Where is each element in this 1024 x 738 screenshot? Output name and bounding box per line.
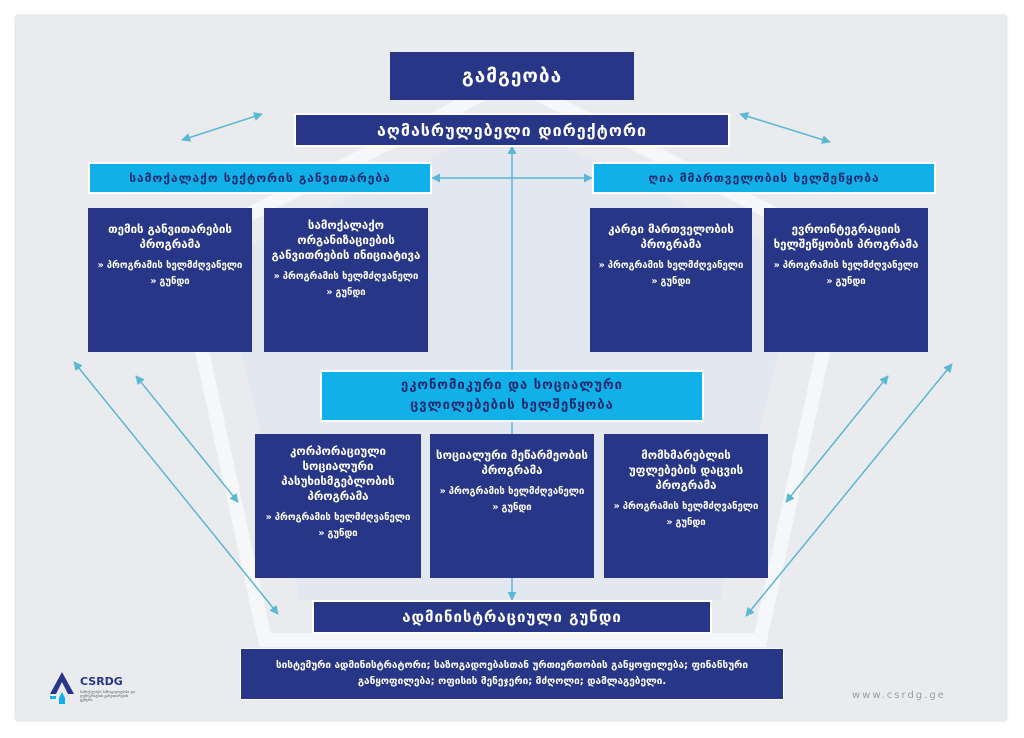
program-box-good-governance: კარგი მართველობის პროგრამა »პროგრამის ხე… [590,208,752,352]
chevron-icon: » [598,260,605,271]
program-team-item: »გუნდი [651,276,690,288]
program-box-social-entrepreneurship: სოციალური მეწარმეობის პროგრამა »პროგრამი… [430,434,594,578]
chevron-icon: » [265,512,272,523]
program-manager-label: პროგრამის ხელმძღვანელი [448,486,585,497]
program-manager-label: პროგრამის ხელმძღვანელი [282,271,419,282]
dept-civil-sector-label: სამოქალაქო სექტორის განვითარება [129,171,391,185]
arrow-right-outer [745,363,953,617]
chevron-icon: » [666,517,673,528]
chevron-icon: » [97,260,104,271]
arrow-left-outer [73,361,279,615]
admin-team-label: ადმინისტრაციული გუნდი [402,608,622,626]
arrow-upper-left [181,112,263,142]
program-team-label: გუნდი [327,528,358,539]
program-manager-item: »პროგრამის ხელმძღვანელი [614,501,759,513]
chevron-icon: » [773,260,780,271]
csrdg-logo [50,672,74,704]
program-box-consumer-rights: მომხმარებლის უფლებების დაცვის პროგრამა »… [604,434,768,578]
board-label: გამგეობა [461,65,563,87]
chevron-icon: » [492,502,499,513]
program-title: თემის განვითარების პროგრამა [108,222,232,251]
program-team-item: »გუნდი [492,502,531,514]
program-team-label: გუნდი [335,287,366,298]
arrow-upper-right [739,112,831,144]
dept-economic-social-line2: ცვლილებების ხელშეწყობა [410,398,614,413]
program-manager-label: პროგრამის ხელმძღვანელი [274,512,411,523]
program-manager-item: »პროგრამის ხელმძღვანელი [98,260,243,272]
program-title: კარგი მართველობის პროგრამა [608,222,734,251]
program-team-label: გუნდი [660,276,691,287]
program-manager-item: »პროგრამის ხელმძღვანელი [440,486,585,498]
program-team-item: »გუნდი [666,517,705,529]
dept-open-governance: ღია მმართველობის ხელშეწყობა [592,162,936,194]
chevron-icon: » [439,486,446,497]
director-label: აღმასრულებელი დირექტორი [376,120,648,140]
logo-tagline: სამოქალაქო საზოგადოებისა და დემოკრატიის … [80,690,136,702]
program-title: სამოქალაქო ორგანიზაციების განვითრების ინ… [271,218,421,262]
program-manager-label: პროგრამის ხელმძღვანელი [106,260,243,271]
website-url: www.csrdg.ge [852,690,946,701]
chevron-icon: » [326,287,333,298]
admin-members-text: სისტემური ადმინისტრატორი; საზოგადოებასთა… [275,660,748,687]
program-box-eu-integration: ევროინტეგრაციის ხელშეწყობის პროგრამა »პრ… [764,208,928,352]
logo-name: CSRDG [80,675,123,688]
program-team-item: »გუნდი [326,287,365,299]
chevron-icon: » [613,501,620,512]
program-team-label: გუნდი [159,276,190,287]
chevron-icon: » [273,271,280,282]
program-box-csr: კორპორაციული სოციალური პასუხისმგებლობის … [255,434,421,578]
program-team-item: »გუნდი [150,276,189,288]
program-team-item: »გუნდი [826,276,865,288]
program-title: ევროინტეგრაციის ხელშეწყობის პროგრამა [773,222,919,251]
dept-economic-social-line1: ეკონომიკური და სოციალური [400,378,623,393]
program-title: მომხმარებლის უფლებების დაცვის პროგრამა [628,448,744,492]
admin-members-box: სისტემური ადმინისტრატორი; საზოგადოებასთა… [240,648,784,700]
arrow-left-inner [135,375,239,503]
program-team-label: გუნდი [835,276,866,287]
dept-civil-sector: სამოქალაქო სექტორის განვითარება [88,162,432,194]
chevron-icon: » [651,276,658,287]
director-box: აღმასრულებელი დირექტორი [294,113,730,147]
program-manager-item: »პროგრამის ხელმძღვანელი [266,512,411,524]
program-manager-label: პროგრამის ხელმძღვანელი [607,260,744,271]
chevron-icon: » [318,528,325,539]
program-manager-label: პროგრამის ხელმძღვანელი [622,501,759,512]
program-team-label: გუნდი [675,517,706,528]
program-title: სოციალური მეწარმეობის პროგრამა [436,448,588,477]
program-title: კორპორაციული სოციალური პასუხისმგებლობის … [281,444,395,503]
program-box-cso-development: სამოქალაქო ორგანიზაციების განვითრების ინ… [264,208,428,352]
program-team-label: გუნდი [501,502,532,513]
arrow-right-inner [785,375,889,503]
dept-economic-social: ეკონომიკური და სოციალური ცვლილებების ხელ… [320,370,704,422]
program-manager-item: »პროგრამის ხელმძღვანელი [774,260,919,272]
board-box: გამგეობა [390,52,634,100]
chevron-icon: » [150,276,157,287]
program-manager-item: »პროგრამის ხელმძღვანელი [274,271,419,283]
program-manager-label: პროგრამის ხელმძღვანელი [782,260,919,271]
program-box-community: თემის განვითარების პროგრამა »პროგრამის ხ… [88,208,252,352]
admin-team-box: ადმინისტრაციული გუნდი [312,600,712,634]
program-team-item: »გუნდი [318,528,357,540]
dept-open-governance-label: ღია მმართველობის ხელშეწყობა [648,171,880,185]
program-manager-item: »პროგრამის ხელმძღვანელი [599,260,744,272]
chevron-icon: » [826,276,833,287]
